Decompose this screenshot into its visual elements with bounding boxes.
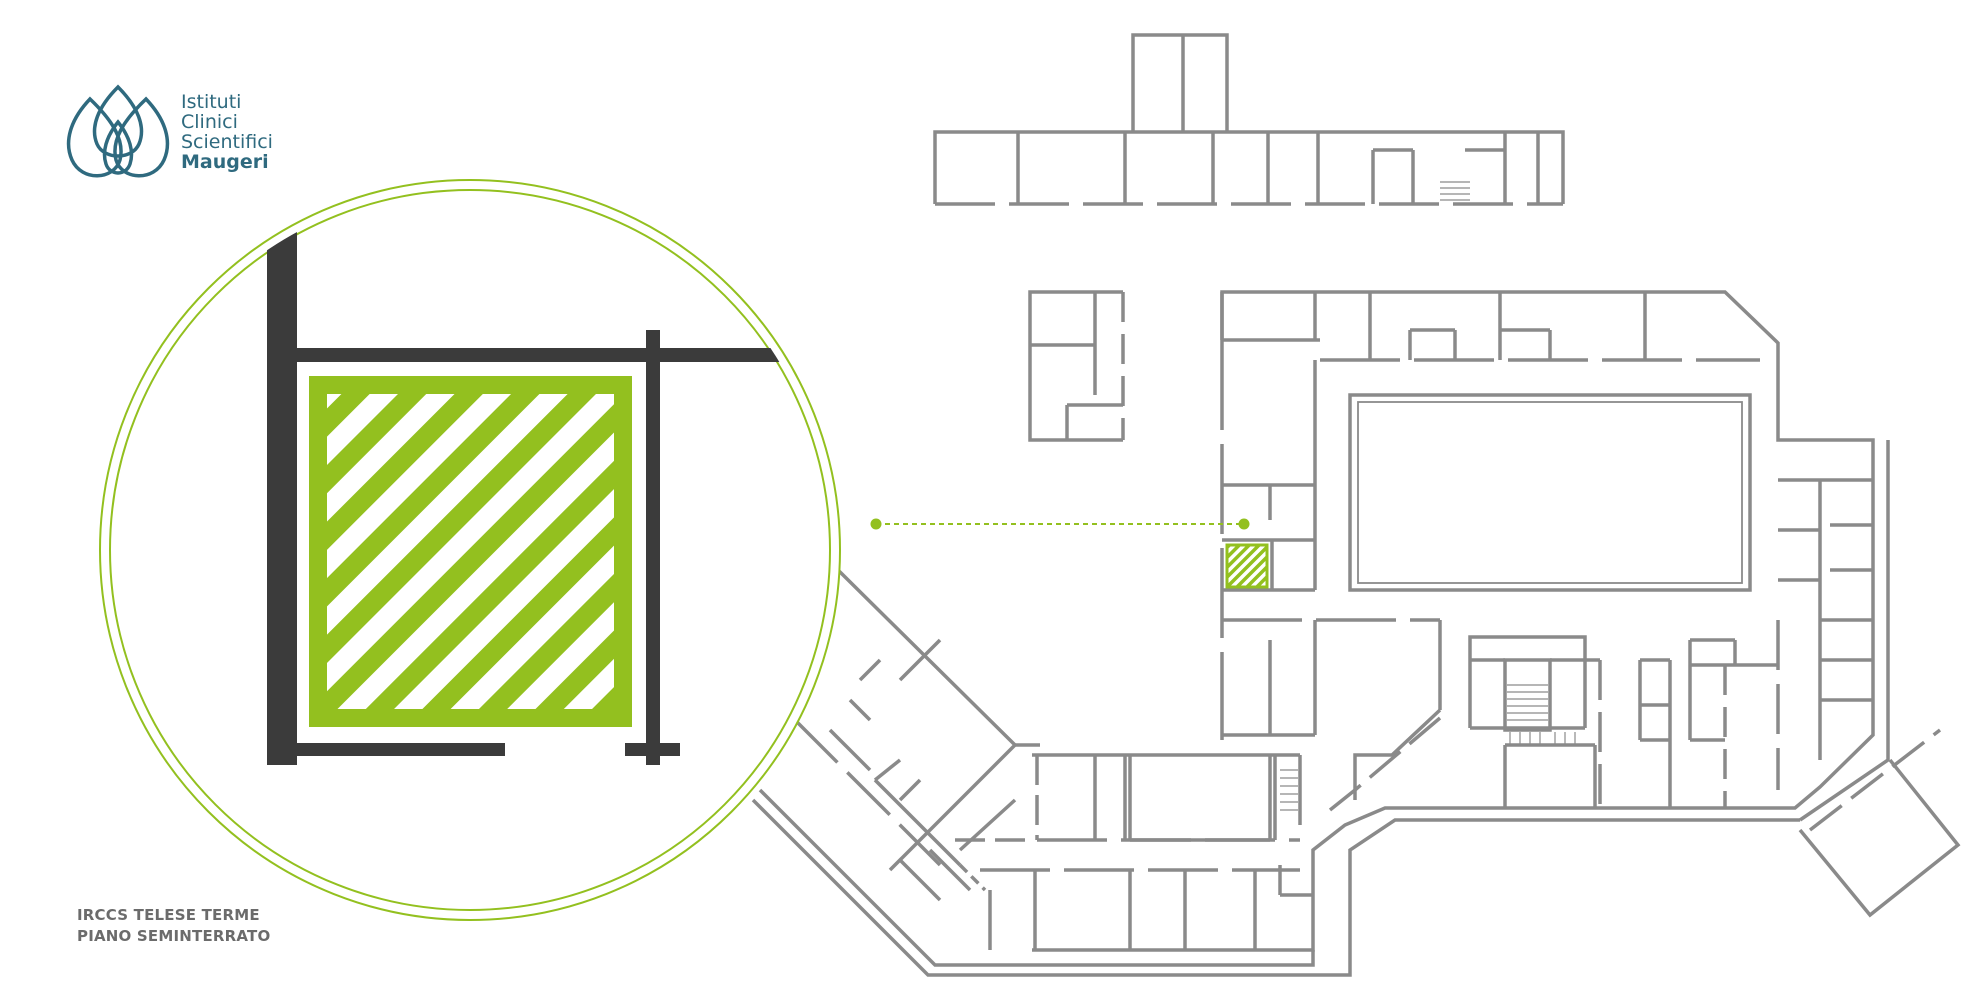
zoom-inset [99,179,841,921]
map-caption: IRCCS TELESE TERME PIANO SEMINTERRATO [77,905,270,947]
brand-logo: Istituti Clinici Scientifici Maugeri [62,82,302,192]
floor-name: PIANO SEMINTERRATO [77,927,271,945]
facility-name: IRCCS TELESE TERME [77,906,260,924]
hatched-room-marker-icon [1225,543,1269,589]
floor-plan-walls [751,33,1961,977]
brand-line-4: Maugeri [181,151,269,173]
brand-line-1: Istituti [181,91,242,113]
highlighted-room-zoomed [309,376,632,727]
connector-line [870,518,1250,530]
brand-name: Istituti Clinici Scientifici Maugeri [181,92,273,172]
zoom-walls [267,188,787,765]
brand-line-2: Clinici [181,111,238,133]
brand-line-3: Scientifici [181,131,273,153]
lotus-drops-logo-icon [66,84,170,178]
